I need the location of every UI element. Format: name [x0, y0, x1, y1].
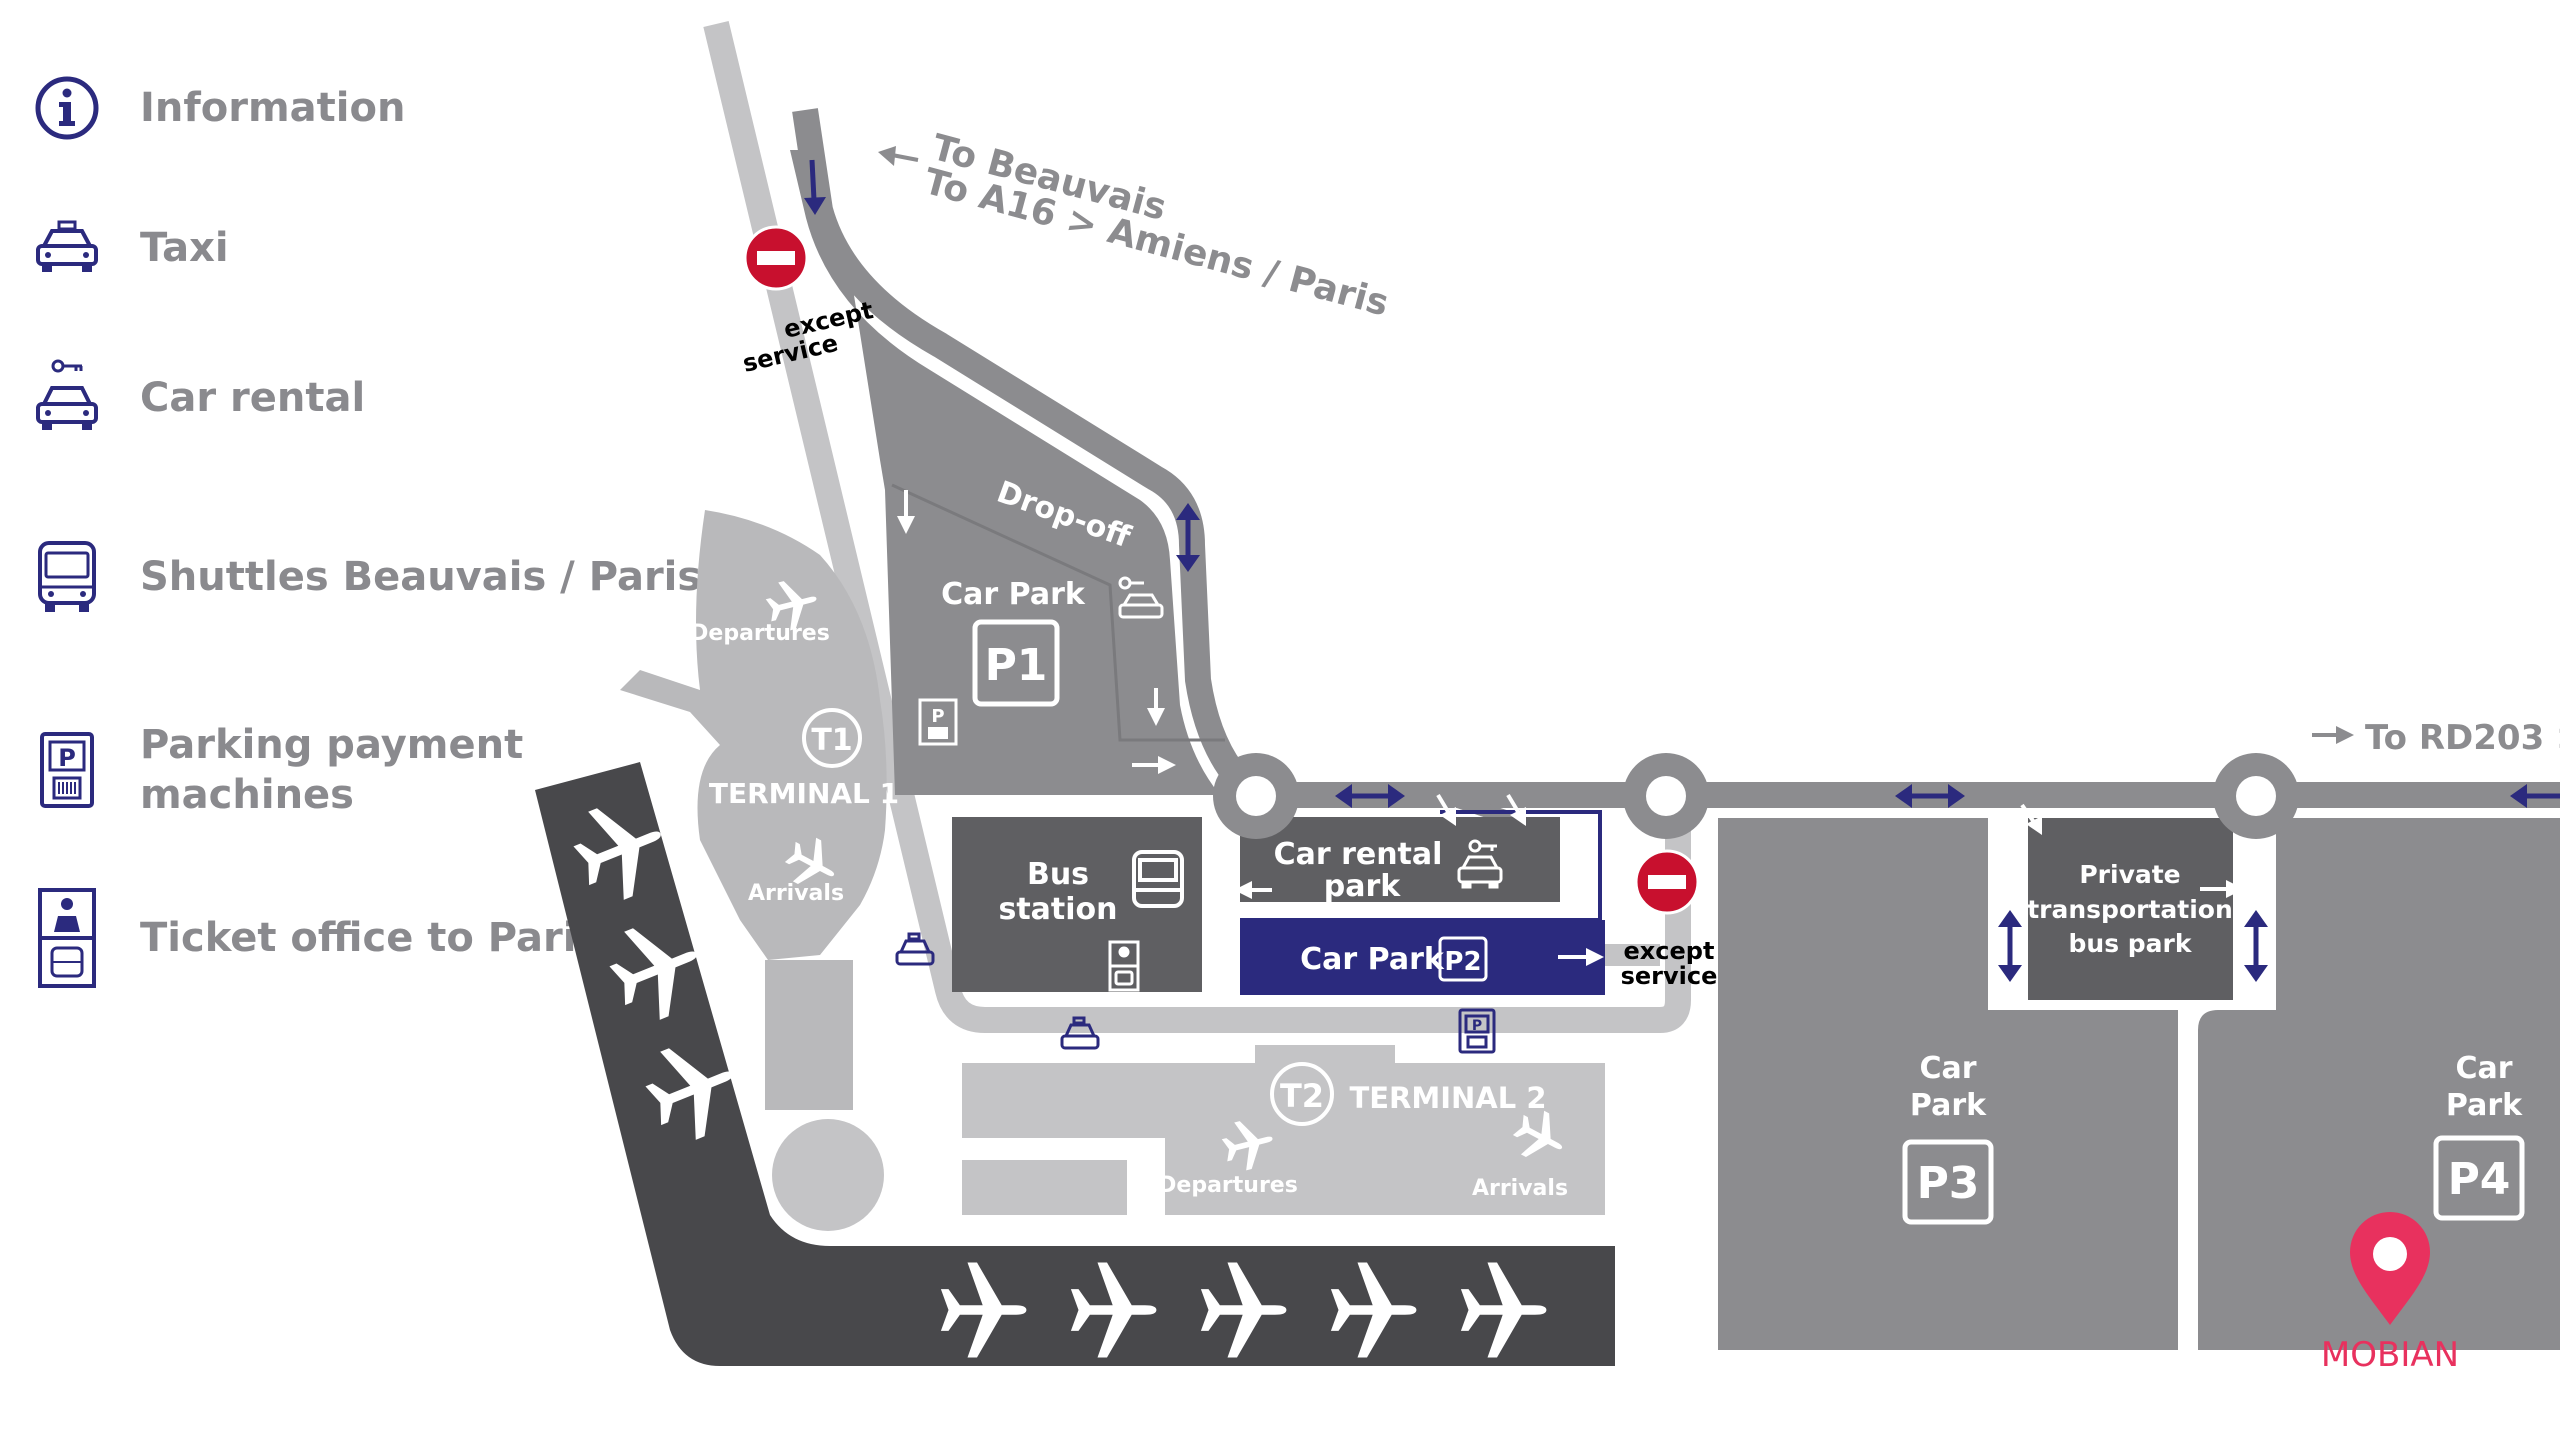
t2-sign-label: T2	[1280, 1077, 1324, 1115]
p2-sign: P2	[1438, 936, 1488, 982]
terminal-1-label: TERMINAL 1	[709, 777, 899, 810]
car-rental-icon	[22, 358, 112, 438]
legend-label-information: Information	[140, 85, 406, 131]
legend-item-parking-payment: P Parking payment machines	[22, 720, 560, 820]
terminal-2-arrivals-label: Arrivals	[1472, 1176, 1568, 1201]
car-rental-park-block	[1240, 817, 1560, 902]
direction-arrows	[878, 146, 2354, 744]
no-entry-sign	[743, 225, 809, 291]
p3-label-line2: Park	[1910, 1088, 1987, 1123]
p1-car-park-label: Car Park	[941, 577, 1086, 612]
legend-label-parking-payment: Parking payment machines	[140, 722, 524, 818]
one-way-arrows	[838, 323, 2244, 966]
private-bus-park-label-line1: Private	[2079, 860, 2180, 889]
terminal-2-wing	[962, 1160, 1127, 1215]
car-park-p2-block	[1240, 920, 1605, 995]
terminal-1-rotunda	[772, 1119, 884, 1231]
terminal-2-label: TERMINAL 2	[1349, 1081, 1546, 1115]
two-way-arrows	[804, 159, 2560, 982]
p3-sign: P3	[1902, 1139, 1994, 1225]
parking-payment-machine-icon: P	[918, 698, 958, 746]
mobian-brand-label: MOBIAN	[2321, 1335, 2459, 1375]
legend-item-information: Information	[22, 68, 405, 148]
terminal-1-departures-label: Departures	[690, 621, 830, 646]
car-park-p2-label: Car Park	[1300, 942, 1445, 977]
taxi-icon	[895, 932, 935, 966]
shuttle-bus-icon	[1132, 850, 1184, 908]
bus-station-label-line2: station	[998, 892, 1117, 927]
parking-payment-machine-icon: P	[22, 730, 112, 810]
info-icon	[22, 68, 112, 148]
private-bus-park-label-line2: transportation	[2027, 895, 2233, 924]
roundabouts	[1213, 753, 2299, 839]
mobian-location-pin-icon	[2350, 1212, 2430, 1325]
car-rental-park-label-line1: Car rental	[1274, 837, 1443, 872]
legend-label-shuttles: Shuttles Beauvais / Paris	[140, 554, 702, 600]
taxi-icon	[1060, 1016, 1100, 1050]
private-bus-park-label-line3: bus park	[2069, 929, 2193, 958]
t1-sign: T1	[802, 708, 862, 768]
legend-label-ticket-office: Ticket office to Paris	[140, 915, 601, 961]
p3-label-line1: Car	[1919, 1051, 1976, 1086]
legend-label-taxi: Taxi	[140, 225, 229, 271]
except-service-label-line2: service	[1621, 962, 1718, 990]
terminal-2-departures-label: Departures	[1158, 1173, 1298, 1198]
car-rental-icon	[1118, 576, 1164, 619]
car-park-p3-block	[1718, 818, 2178, 1350]
terminal-1-arrivals-label: Arrivals	[748, 881, 844, 906]
terminal-1-annex	[765, 960, 853, 1110]
legend-item-car-rental: Car rental	[22, 358, 365, 438]
direction-label-rd203: To RD203 >	[2365, 718, 2560, 758]
p1-sign: P1	[972, 619, 1060, 707]
service-road	[703, 20, 1691, 1033]
taxi-icon	[22, 208, 112, 288]
svg-text:P: P	[1472, 1018, 1482, 1034]
parking-payment-machine-icon: P	[1458, 1008, 1496, 1054]
shuttle-bus-icon	[22, 537, 112, 617]
p1-sign-label: P1	[985, 640, 1048, 691]
legend-label-car-rental: Car rental	[140, 375, 366, 421]
no-entry-sign	[1634, 849, 1700, 915]
ticket-office-icon	[1108, 940, 1140, 992]
except-service-label-line1: except	[1624, 937, 1715, 965]
svg-text:P: P	[931, 706, 944, 727]
t2-sign: T2	[1270, 1062, 1334, 1126]
p3-sign-label: P3	[1917, 1158, 1980, 1209]
legend-item-ticket-office: Ticket office to Paris	[22, 888, 600, 988]
p1-inner-lane	[891, 483, 1225, 742]
legend-item-shuttles: Shuttles Beauvais / Paris	[22, 537, 701, 617]
p4-sign: P4	[2433, 1135, 2525, 1221]
p4-label-line2: Park	[2446, 1088, 2523, 1123]
terminal-2-building	[962, 1045, 1605, 1215]
private-bus-park-block	[2028, 818, 2233, 1000]
p4-sign-label: P4	[2448, 1154, 2511, 1205]
svg-text:P: P	[58, 744, 76, 772]
t1-sign-label: T1	[811, 723, 852, 758]
legend-item-taxi: Taxi	[22, 208, 229, 288]
car-rental-park-label-line2: park	[1324, 869, 1402, 904]
ticket-office-icon	[22, 888, 112, 988]
bus-station-label-line1: Bus	[1027, 857, 1089, 892]
p2-sign-label: P2	[1444, 947, 1481, 977]
p4-label-line1: Car	[2455, 1051, 2512, 1086]
car-rental-icon	[1457, 839, 1503, 889]
